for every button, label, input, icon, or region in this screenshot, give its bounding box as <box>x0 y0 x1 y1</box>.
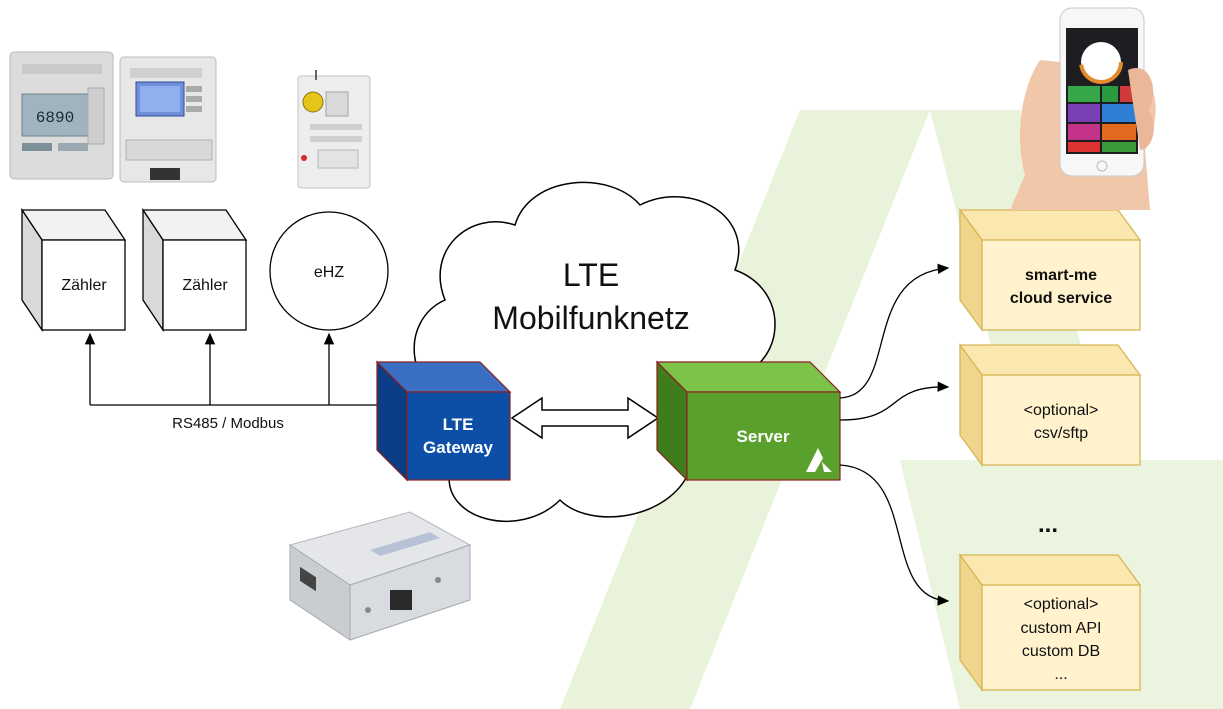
svg-text:6890: 6890 <box>36 109 74 127</box>
custom-line3: custom DB <box>1022 643 1100 660</box>
lte-gateway-box: LTE Gateway <box>375 360 512 482</box>
rs485-bus <box>84 332 380 406</box>
csv-sftp-line1: <optional> <box>1024 402 1099 419</box>
energy-meter-photo: 6890 <box>9 51 114 180</box>
cloud-service-line1: smart-me <box>1025 267 1097 284</box>
server-label: Server <box>737 427 790 446</box>
lte-router-photo <box>288 511 472 641</box>
meter-1-label: Zähler <box>61 277 107 294</box>
csv-sftp-line2: csv/sftp <box>1034 425 1088 442</box>
more-outputs-ellipsis: ... <box>1038 511 1058 538</box>
smart-me-logo-icon <box>806 448 832 472</box>
output-box-cloud-service: smart-me cloud service <box>958 208 1142 332</box>
cloud-title-line2: Mobilfunknetz <box>492 300 689 336</box>
gateway-label-line2: Gateway <box>423 438 493 457</box>
ehz-meter-photo <box>297 70 371 189</box>
cloud-service-line2: cloud service <box>1010 290 1112 307</box>
meter-2-label: Zähler <box>182 277 228 294</box>
output-box-csv-sftp: <optional> csv/sftp <box>958 343 1142 467</box>
ehz-label: eHZ <box>314 264 344 281</box>
smartphone-app-photo <box>1010 7 1156 210</box>
custom-line2: custom API <box>1021 620 1102 637</box>
meter-box-1: Zähler <box>20 207 127 333</box>
custom-line1: <optional> <box>1024 596 1099 613</box>
output-box-custom: <optional> custom API custom DB ... <box>958 553 1142 692</box>
bus-label: RS485 / Modbus <box>172 415 284 432</box>
gateway-label-line1: LTE <box>443 415 474 434</box>
cloud-title-line1: LTE <box>563 257 619 293</box>
custom-line4: ... <box>1054 666 1067 683</box>
energy-meter-photo-2 <box>119 56 217 183</box>
meter-box-2: Zähler <box>141 207 248 333</box>
ehz-circle: eHZ <box>269 211 389 331</box>
server-box: Server <box>655 360 842 482</box>
server-connectors <box>839 263 950 606</box>
